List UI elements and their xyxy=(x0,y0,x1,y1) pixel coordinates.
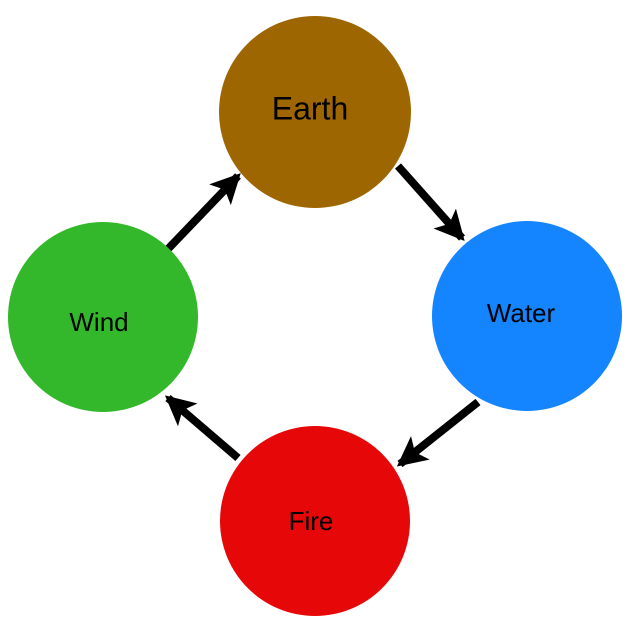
node-fire-label: Fire xyxy=(289,506,334,536)
node-water-label: Water xyxy=(487,298,556,328)
node-fire: Fire xyxy=(220,426,410,616)
node-water: Water xyxy=(432,221,622,411)
node-wind-circle xyxy=(8,222,198,412)
arrow-wind-to-earth xyxy=(164,173,241,253)
node-wind: Wind xyxy=(8,222,198,412)
node-wind-label: Wind xyxy=(69,307,128,337)
node-fire-circle xyxy=(220,426,410,616)
arrow-fire-to-wind xyxy=(164,394,241,462)
arrow-water-to-fire xyxy=(396,398,481,468)
node-earth: Earth xyxy=(219,16,411,208)
arrow-earth-to-water xyxy=(395,163,465,241)
node-water-circle xyxy=(432,221,622,411)
node-earth-circle xyxy=(219,16,411,208)
node-earth-label: Earth xyxy=(272,90,348,126)
